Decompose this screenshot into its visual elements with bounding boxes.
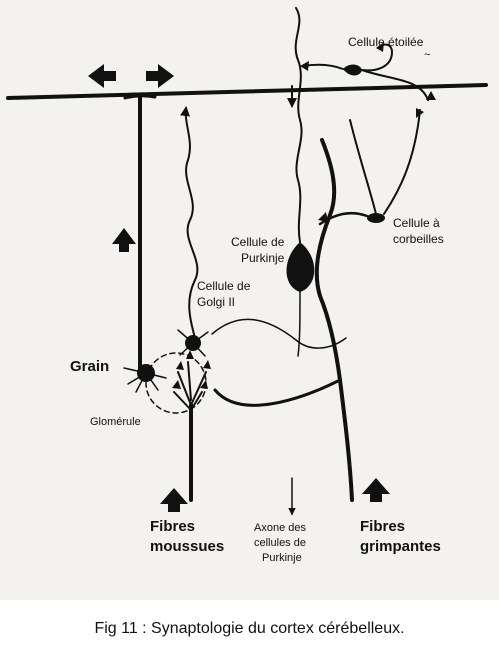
label-glomerulus: Glomérule <box>90 416 141 428</box>
label-mossy-fibers-2: moussues <box>150 538 224 555</box>
mossy-rosette <box>173 361 207 411</box>
label-grain: Grain <box>70 358 109 375</box>
golgi-axon-loop <box>211 318 347 349</box>
grain-dendrites <box>123 367 167 393</box>
label-mossy-fibers-1: Fibres <box>150 518 195 535</box>
purkinje-dendrite <box>294 7 303 243</box>
label-purkinje-1: Cellule de <box>231 235 285 249</box>
arrow-left-icon <box>88 64 116 88</box>
label-purkinje-axon-3: Purkinje <box>262 552 302 564</box>
label-basket-cell-2: corbeilles <box>393 232 444 246</box>
arrow-right-icon <box>146 64 174 88</box>
label-golgi-1: Cellule de <box>197 279 251 293</box>
arrow-up-grain-icon <box>112 228 136 252</box>
figure-caption: Fig 11 : Synaptologie du cortex cérébell… <box>94 620 405 637</box>
label-climbing-fibers-2: grimpantes <box>360 538 441 555</box>
parallel-fiber <box>6 83 488 100</box>
purkinje-axon-upper <box>297 289 301 357</box>
basket-cell-axon <box>318 212 369 226</box>
cerebellar-cortex-diagram: ~ Cellule étoilée Cellule à corbeilles C… <box>6 7 488 564</box>
label-purkinje-axon-2: cellules de <box>254 537 306 549</box>
purkinje-cell-body <box>286 242 315 292</box>
label-climbing-fibers-1: Fibres <box>360 518 405 535</box>
basket-cell-dendrites <box>349 109 421 215</box>
label-purkinje-2: Purkinje <box>241 251 285 265</box>
mossy-arrowheads <box>172 350 211 389</box>
tilde-mark: ~ <box>424 49 430 61</box>
label-purkinje-axon-1: Axone des <box>254 522 306 534</box>
label-basket-cell-1: Cellule à <box>393 216 440 230</box>
golgi-dendrite <box>180 106 199 339</box>
stellate-cell-body <box>343 64 362 76</box>
stellate-cell-processes <box>302 43 429 101</box>
figure-scan: ~ Cellule étoilée Cellule à corbeilles C… <box>0 0 499 600</box>
label-golgi-2: Golgi II <box>197 295 235 309</box>
climbing-fiber-branch <box>213 378 342 407</box>
grain-t-junction <box>123 94 157 100</box>
label-stellate-cell: Cellule étoilée <box>348 35 424 49</box>
arrow-up-mossy-icon <box>160 488 188 512</box>
golgi-dendrites <box>177 329 209 357</box>
arrow-up-climbing-icon <box>362 478 390 502</box>
climbing-fiber <box>314 138 354 502</box>
basket-cell-body <box>367 213 385 223</box>
